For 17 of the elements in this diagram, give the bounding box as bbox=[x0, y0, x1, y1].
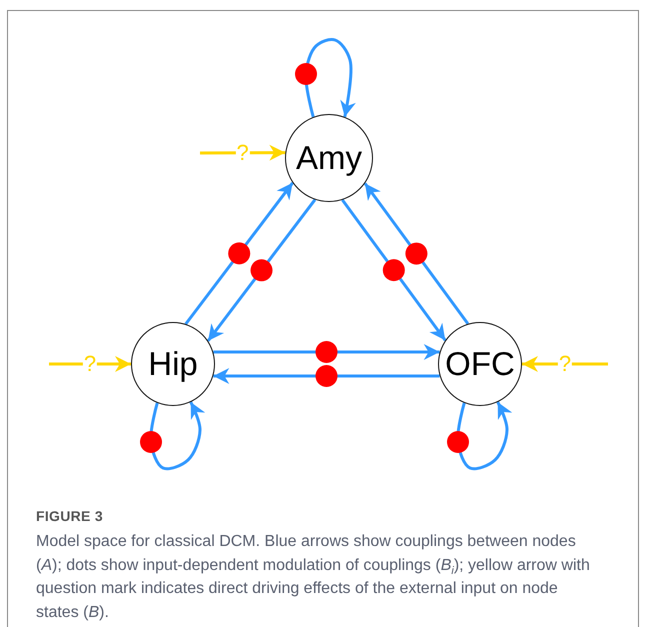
arrow bbox=[304, 38, 356, 118]
figure-number: FIGURE 3 bbox=[36, 508, 103, 524]
figure-caption: Model space for classical DCM. Blue arrows show couplings between nodes (A); dots show input-dependent modulation of couplings (B$_{i}$); yellow arrow with question mark indicates direct driving effects of the external input on node states (B). bbox=[36, 532, 591, 622]
arrow bbox=[184, 182, 294, 325]
arrow bbox=[456, 401, 512, 470]
node-label: Amy bbox=[296, 139, 362, 177]
node-label: OFC bbox=[445, 345, 515, 383]
arrow bbox=[213, 368, 440, 384]
arrow bbox=[341, 199, 446, 342]
arrow bbox=[213, 344, 440, 360]
arrow bbox=[206, 198, 316, 342]
arrow bbox=[200, 144, 286, 161]
arrow bbox=[364, 182, 470, 325]
arrow bbox=[149, 401, 206, 470]
node-label: Hip bbox=[148, 345, 198, 383]
arrow bbox=[522, 356, 608, 372]
arrow bbox=[49, 356, 131, 372]
